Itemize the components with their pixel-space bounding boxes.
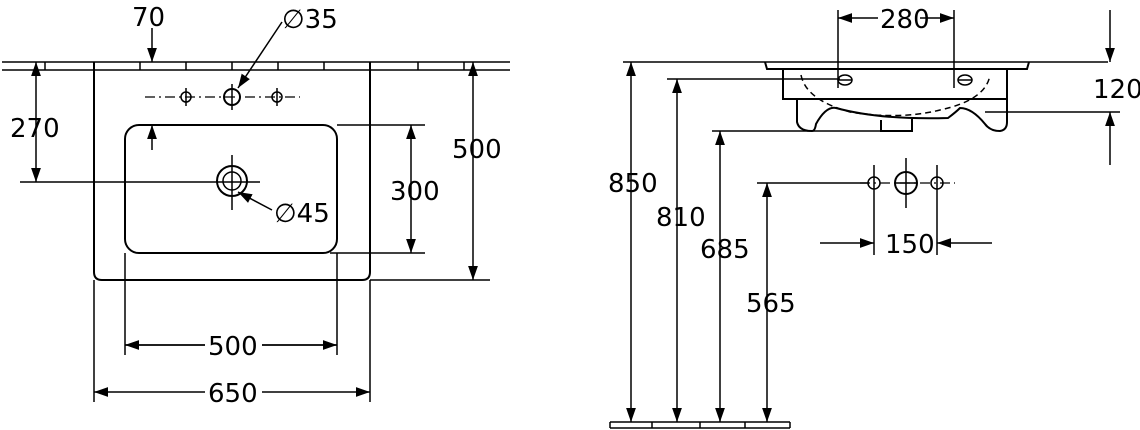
basin-outline	[93, 62, 371, 281]
wall-line	[2, 61, 510, 71]
basin-profile	[764, 61, 1030, 133]
dim-basin-height: 120	[1093, 75, 1140, 105]
bowl-outline	[124, 124, 338, 254]
dim-tap-spacing: 280	[880, 5, 930, 35]
dim-bottom-height: 685	[700, 235, 750, 265]
dim-tap-offset: 70	[132, 3, 165, 33]
dim-overall-width: 650	[208, 379, 258, 409]
dim-top-height: 850	[608, 169, 658, 199]
tap-holes	[145, 84, 300, 110]
dim-bowl-width: 500	[208, 332, 258, 362]
dim-overflow-height: 810	[656, 203, 706, 233]
supply-holes	[860, 158, 955, 255]
dim-bowl-depth: 300	[390, 177, 440, 207]
dim-supply-height: 565	[746, 289, 796, 319]
floor-line	[609, 421, 791, 429]
dim-tap-hole-diameter: ∅35	[282, 5, 338, 35]
side-view: 280 120 850 810 685 565 150	[608, 5, 1140, 429]
top-view: 70 ∅35 270 ∅45 300 500 500 650	[2, 3, 510, 409]
side-tap-holes	[837, 74, 973, 86]
dim-supply-spacing: 150	[885, 230, 935, 260]
dim-drain-diameter: ∅45	[274, 199, 330, 229]
dim-drain-offset: 270	[10, 114, 60, 144]
dim-overall-depth: 500	[452, 135, 502, 165]
